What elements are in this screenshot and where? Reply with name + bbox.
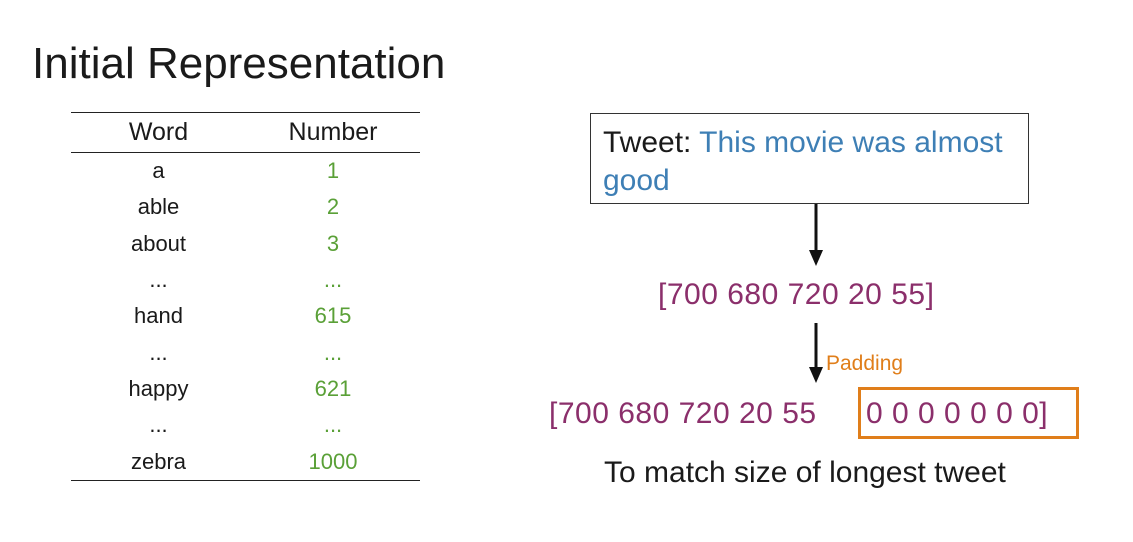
word-cell: ... [149, 267, 168, 293]
table-row: able 2 [71, 189, 420, 225]
table-row: ... ... [71, 407, 420, 443]
number-cell: 1000 [308, 448, 358, 474]
down-arrow-icon [809, 204, 823, 266]
word-cell: zebra [130, 448, 187, 474]
padding-label: Padding [826, 352, 904, 375]
table-row: ... ... [71, 334, 420, 370]
down-arrow-icon [809, 323, 823, 383]
number-cell: ... [323, 339, 343, 365]
table-row: ... ... [71, 262, 420, 298]
number-cell: 2 [326, 194, 340, 220]
word-cell: about [130, 230, 187, 256]
tweet-text: This movie was almost good [603, 126, 1003, 197]
number-cell: 615 [314, 303, 352, 329]
column-header-number: Number [288, 118, 378, 146]
padding-zeros: 0 0 0 0 0 0 0] [866, 397, 1049, 430]
page-title: Initial Representation [32, 39, 446, 88]
tweet-label: Tweet: [603, 126, 692, 159]
caption: To match size of longest tweet [604, 456, 1006, 489]
table-row: happy 621 [71, 371, 420, 407]
word-cell: a [152, 158, 165, 184]
table-row: a 1 [71, 153, 420, 190]
number-cell: ... [323, 412, 343, 438]
number-cell: 621 [314, 375, 352, 401]
table-row: about 3 [71, 226, 420, 262]
padded-sequence-prefix: [700 680 720 20 55 [549, 397, 817, 430]
table-row: hand 615 [71, 298, 420, 334]
word-cell: happy [128, 375, 189, 401]
column-header-word: Word [128, 118, 189, 146]
padding-highlight-box [858, 387, 1079, 439]
word-cell: ... [149, 339, 168, 365]
table-row: zebra 1000 [71, 443, 420, 481]
word-cell: able [137, 194, 180, 220]
table-header-row: Word Number [71, 112, 420, 153]
vocabulary-table: Word Number a 1 able 2 about 3 ... ... h… [71, 112, 420, 481]
token-sequence: [700 680 720 20 55] [658, 278, 935, 311]
tweet-box: Tweet: This movie was almost good [590, 113, 1029, 204]
word-cell: ... [149, 412, 168, 438]
number-cell: ... [323, 267, 343, 293]
number-cell: 3 [326, 230, 340, 256]
word-cell: hand [134, 303, 183, 329]
number-cell: 1 [326, 158, 340, 184]
